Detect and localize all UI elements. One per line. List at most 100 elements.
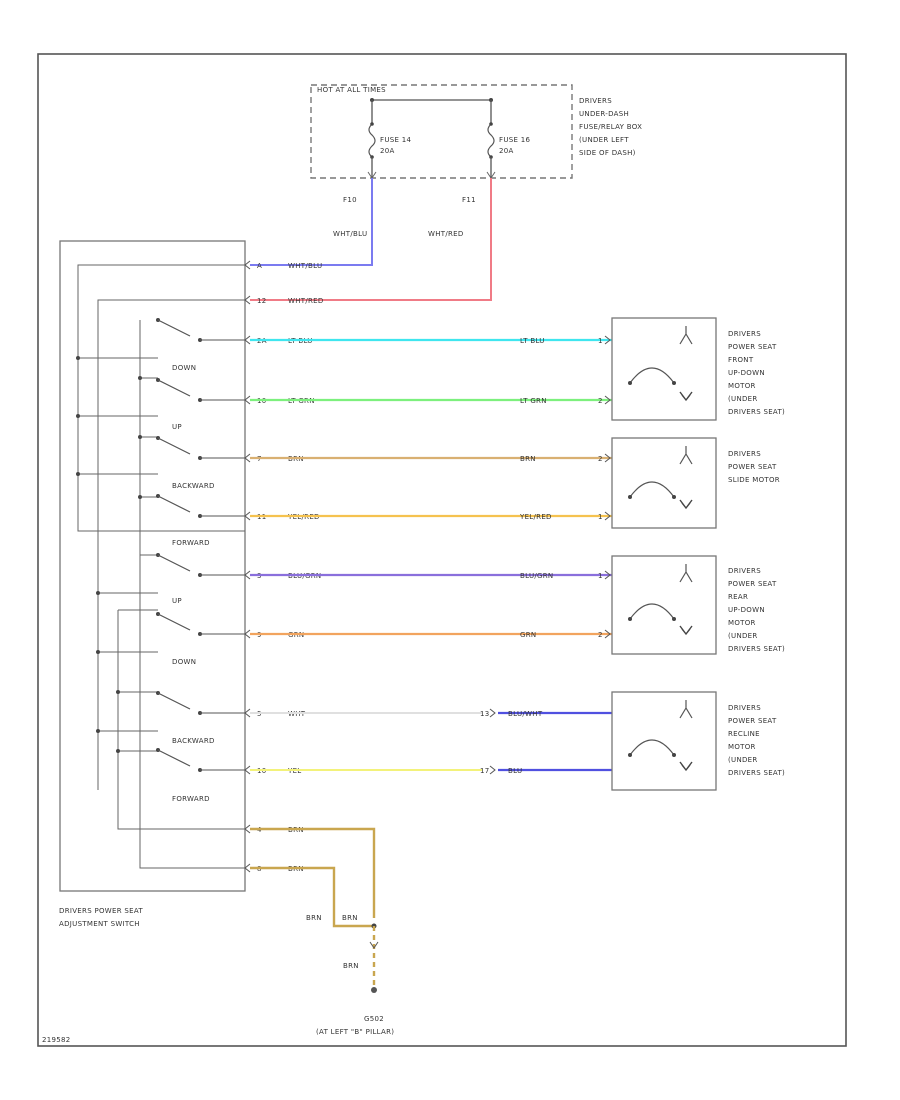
switch-wire-1: WHT/RED — [288, 297, 324, 305]
motor-wire-3: LT GRN — [520, 397, 547, 405]
fuse-14-wire: WHT/BLU — [333, 230, 367, 238]
ground-wire-bottom: BRN — [343, 962, 359, 970]
motor-pin-arrow — [604, 629, 611, 639]
pin-arrow — [244, 570, 251, 580]
pin-arrow — [244, 629, 251, 639]
conn-arrow — [489, 708, 496, 718]
switch-position-5: DOWN — [172, 658, 196, 666]
contact-blade — [157, 692, 191, 710]
motors: DRIVERS POWER SEAT FRONT UP-DOWN MOTOR (UNDER… — [611, 317, 785, 791]
motor-box-3 — [611, 691, 717, 791]
motor-wire-6: BLU/GRN — [520, 572, 553, 580]
motor-wire-4: BRN — [520, 455, 536, 463]
pin-arrow — [244, 260, 251, 270]
outer-frame — [37, 53, 847, 1047]
pin-arrow — [244, 765, 251, 775]
motor-dot — [672, 753, 676, 757]
motor-pin-arrow — [604, 453, 611, 463]
motor-0-label-4: MOTOR — [728, 382, 756, 390]
motor-0-label-2: FRONT — [728, 356, 754, 364]
motor-ground-icon — [679, 499, 693, 510]
motor-pin-arrow — [604, 570, 611, 580]
motor-wire-7: GRN — [520, 631, 536, 639]
switch-position-labels: DOWNUPBACKWARDFORWARDUPDOWNBACKWARDFORWA… — [172, 364, 215, 803]
figure-id: 219582 — [42, 1036, 71, 1044]
motor-pin-2: 1 — [598, 337, 603, 345]
fuse-box-label-2: UNDER-DASH — [579, 110, 629, 118]
motor-wire-9: BLU — [508, 767, 522, 775]
motor-0-label-5: (UNDER — [728, 395, 758, 403]
conn-arrow — [489, 765, 496, 775]
motor-arc — [629, 367, 675, 384]
fuse-14-rating: 20A — [380, 147, 395, 155]
motor-terminal-icon — [679, 564, 693, 583]
contact-blade — [157, 613, 191, 631]
motor-wire-8: BLU/WHT — [508, 710, 543, 718]
motor-pin-3: 2 — [598, 397, 603, 405]
pin-arrow — [244, 453, 251, 463]
fuse-box: HOT AT ALL TIMES FUSE 14 20A FUSE 16 20A… — [310, 84, 642, 179]
motor-dot — [628, 495, 632, 499]
switch-name-1: DRIVERS POWER SEAT — [59, 907, 143, 915]
pin-arrow — [244, 863, 251, 873]
switch-position-2: BACKWARD — [172, 482, 215, 490]
fuse-16-terminal: F11 — [462, 196, 476, 204]
motor-box-1 — [611, 437, 717, 529]
motor-ground-icon — [679, 391, 693, 402]
motor-ground-icon — [679, 625, 693, 636]
motor-pin-arrow — [604, 511, 611, 521]
motor-1-label-1: POWER SEAT — [728, 463, 777, 471]
motor-2-label-6: DRIVERS SEAT) — [728, 645, 785, 653]
motor-terminal-icon — [679, 446, 693, 465]
motor-2-label-5: (UNDER — [728, 632, 758, 640]
motor-2-label-2: REAR — [728, 593, 748, 601]
switch-position-7: FORWARD — [172, 795, 210, 803]
motor-pin-arrow — [604, 335, 611, 345]
contact-blade — [157, 437, 191, 455]
ground-point — [371, 987, 377, 993]
motor-3-label-3: MOTOR — [728, 743, 756, 751]
motor-dot — [628, 617, 632, 621]
contact-blade — [157, 379, 191, 397]
fuse-16-name: FUSE 16 — [499, 136, 530, 144]
motor-dot — [672, 617, 676, 621]
motor-box-0 — [611, 317, 717, 421]
pin-arrow — [244, 511, 251, 521]
switch-pin-1: 12 — [257, 297, 267, 305]
fuse-16-wire: WHT/RED — [428, 230, 464, 238]
contact-blade — [157, 554, 191, 572]
fuse-16-rating: 20A — [499, 147, 514, 155]
motor-2-label-3: UP-DOWN — [728, 606, 765, 614]
motor-0-label-3: UP-DOWN — [728, 369, 765, 377]
switch-position-6: BACKWARD — [172, 737, 215, 745]
motor-arc — [629, 481, 675, 498]
motor-ground-icon — [679, 761, 693, 772]
motor-3-label-2: RECLINE — [728, 730, 760, 738]
motor-arc — [629, 603, 675, 620]
motor-wire-5: YEL/RED — [519, 513, 552, 521]
motor-1-label-0: DRIVERS — [728, 450, 761, 458]
pin-arrow — [244, 335, 251, 345]
switch-name-2: ADJUSTMENT SWITCH — [59, 920, 140, 928]
motor-dot — [672, 495, 676, 499]
fuse-14-terminal: F10 — [343, 196, 357, 204]
motor-3-label-5: DRIVERS SEAT) — [728, 769, 785, 777]
contact-blade — [157, 319, 191, 337]
motor-terminal-icon — [679, 326, 693, 345]
motor-pin-arrow — [604, 395, 611, 405]
fuse-14-symbol — [368, 123, 376, 158]
motor-3-label-1: POWER SEAT — [728, 717, 777, 725]
motor-box-2 — [611, 555, 717, 655]
hot-label: HOT AT ALL TIMES — [317, 86, 386, 94]
motor-0-label-6: DRIVERS SEAT) — [728, 408, 785, 416]
contact-blade — [157, 749, 191, 767]
motor-dot — [672, 381, 676, 385]
switch-position-1: UP — [172, 423, 182, 431]
switch-contacts — [156, 318, 245, 772]
fuse-box-label-1: DRIVERS — [579, 97, 612, 105]
pin-arrow — [244, 395, 251, 405]
switch-pin-0: A — [257, 262, 262, 270]
pin-arrow — [244, 824, 251, 834]
